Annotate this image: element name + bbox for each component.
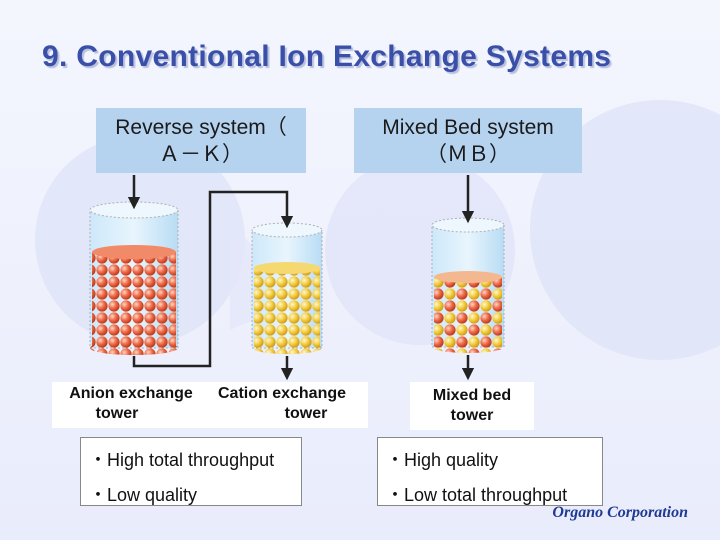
mixed-bed-tower [431, 217, 505, 353]
reverse-prop-2: ・Low quality [89, 485, 198, 505]
reverse-tower-labels: Anion exchange tower Cation exchange tow… [52, 382, 368, 428]
anion-label: Anion exchange tower [56, 384, 206, 424]
mixed-label-line2: tower [450, 407, 494, 424]
page-title: 9. Conventional Ion Exchange Systems [42, 40, 612, 73]
mixed-label-line1: Mixed bed [432, 387, 512, 404]
reverse-flow-lines [127, 175, 294, 381]
reverse-prop-1: ・High total throughput [89, 450, 275, 470]
mixed-bed-system-header: Mixed Bed system （ＭＢ） [354, 108, 582, 173]
mixed-prop-2: ・Low total throughput [386, 485, 568, 505]
anion-label-line1: Anion exchange [69, 385, 193, 402]
reverse-system-line1: Reverse system（ [115, 116, 287, 139]
reverse-properties-box: ・High total throughput ・Low quality [80, 437, 302, 506]
mixed-bed-system-line1: Mixed Bed system [382, 116, 554, 139]
anion-exchange-tower [89, 201, 179, 355]
cation-exchange-tower [251, 222, 323, 354]
anion-label-line2: tower [95, 405, 139, 422]
reverse-system-header: Reverse system（ Ａ－Ｋ） [96, 108, 306, 173]
cation-label-line1: Cation exchange [217, 385, 347, 402]
reverse-system-line2: Ａ－Ｋ） [159, 143, 243, 166]
mixed-bed-system-line2: （ＭＢ） [426, 143, 510, 166]
company-logo-text: Organo Corporation [552, 504, 688, 521]
cation-label-line2: tower [284, 405, 328, 422]
cation-label: Cation exchange tower [204, 384, 360, 424]
mixed-prop-1: ・High quality [386, 450, 499, 470]
mixed-tower-label: Mixed bed tower [410, 382, 534, 430]
mixed-properties-box: ・High quality ・Low total throughput [377, 437, 603, 506]
